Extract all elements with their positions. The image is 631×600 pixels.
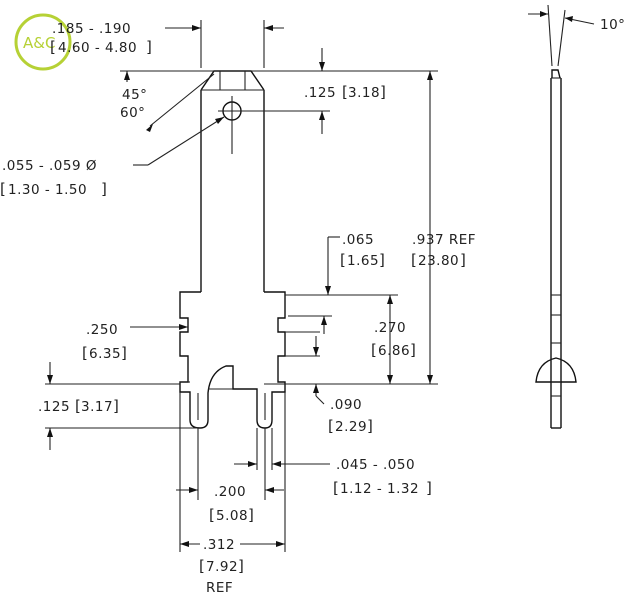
bracket-open: [ [82, 344, 88, 362]
arrowhead [427, 71, 433, 80]
arrowhead [565, 16, 573, 22]
dim-090-in: .090 [330, 397, 362, 413]
dim-312-mm: 7.92 [206, 559, 238, 575]
arrowhead [47, 375, 53, 384]
bracket-close: ] [113, 397, 119, 415]
bracket-open: [ [209, 506, 215, 524]
side-angle-line [557, 9, 566, 67]
bracket-close: ] [367, 417, 373, 435]
bracket-open: [ [0, 180, 6, 198]
arrowhead [276, 541, 285, 547]
dim-angle-2: 60° [120, 105, 145, 121]
dim-side-angle: 10° [600, 17, 625, 33]
dim-angle-1: 45° [122, 87, 147, 103]
arrowhead [387, 295, 393, 304]
arrowhead [248, 461, 257, 467]
dim-200-mm: 5.08 [216, 508, 248, 524]
terminal-side-view [528, 4, 595, 429]
dim-hole-dia-in: .055 - .059 Ø [2, 158, 97, 174]
dim-hole-in: .125 [304, 85, 336, 101]
bracket-close: ] [238, 557, 244, 575]
arrowhead [540, 11, 548, 17]
logo-text: A&C [23, 34, 55, 52]
dim-312-in: .312 [203, 537, 235, 553]
dim-200-in: .200 [214, 484, 246, 500]
bracket-close: ] [380, 83, 386, 101]
dim-065-in: .065 [342, 232, 374, 248]
bracket-close: ] [101, 180, 107, 198]
arrowhead [313, 384, 319, 393]
side-crimp-wings [535, 357, 577, 383]
dimension-lines [45, 20, 438, 552]
dim-125b-mm: 3.17 [81, 399, 113, 415]
arrowhead [272, 461, 281, 467]
dim-065-mm: 1.65 [347, 253, 379, 269]
dim-overall-in: .937 REF [412, 232, 476, 248]
logo-ring [14, 13, 72, 71]
arrowhead [325, 286, 331, 295]
arrowhead [427, 375, 433, 384]
bracket-open: [ [333, 479, 339, 497]
bracket-open: [ [340, 251, 346, 269]
dim-hole-mm: 3.18 [348, 85, 380, 101]
hole-dia-leader [147, 116, 225, 166]
arrowhead [124, 71, 130, 80]
dim-slot-in: .045 - .050 [336, 457, 415, 473]
dim-overall-mm: 23.80 [418, 253, 459, 269]
dim-270-in: .270 [374, 320, 406, 336]
arrowhead [265, 487, 274, 493]
dim-090-leader [315, 395, 325, 405]
bracket-close: ] [121, 344, 127, 362]
arrowhead [215, 117, 224, 124]
bracket-open: [ [75, 397, 81, 415]
arrowhead [321, 316, 327, 325]
arrowhead [319, 111, 325, 120]
bracket-open: [ [411, 251, 417, 269]
logo: A&C [14, 13, 72, 71]
bracket-open: [ [199, 557, 205, 575]
dim-250-in: .250 [86, 322, 118, 338]
dim-125b-in: .125 [38, 399, 70, 415]
bracket-open: [ [50, 38, 56, 56]
bracket-close: ] [146, 38, 152, 56]
side-tip [551, 69, 561, 79]
bracket-open: [ [342, 83, 348, 101]
arrowhead [387, 375, 393, 384]
dimension-labels: .185 - .190 [ 4.60 - 4.80 ] 45° 60° .125… [0, 17, 625, 596]
dim-312-ref: REF [206, 580, 233, 596]
arrowhead [146, 124, 153, 132]
arrowhead [189, 487, 198, 493]
dim-top-width-mm: 4.60 - 4.80 [58, 40, 137, 56]
dim-hole-dia-mm: 1.30 - 1.50 [8, 182, 87, 198]
dim-270-mm: 6.86 [378, 343, 410, 359]
arrowhead [264, 25, 273, 31]
tab-chamfer-top [200, 70, 265, 91]
bracket-open: [ [328, 417, 334, 435]
dim-slot-mm: 1.12 - 1.32 [340, 481, 419, 497]
bracket-close: ] [410, 341, 416, 359]
side-angle-ref-line [547, 4, 553, 67]
bracket-close: ] [426, 479, 432, 497]
dim-top-width-in: .185 - .190 [52, 21, 131, 37]
bracket-close: ] [248, 506, 254, 524]
terminal-body-outline [179, 291, 286, 429]
arrowhead [313, 347, 319, 356]
terminal-front-view [179, 70, 286, 429]
arrowhead [319, 62, 325, 71]
dim-250-mm: 6.35 [89, 346, 121, 362]
arrowhead [47, 428, 53, 437]
angle-leader [149, 73, 215, 127]
dim-090-mm: 2.29 [335, 419, 367, 435]
bracket-close: ] [460, 251, 466, 269]
bracket-open: [ [371, 341, 377, 359]
bracket-close: ] [379, 251, 385, 269]
arrowhead [180, 541, 189, 547]
arrowhead [192, 25, 201, 31]
arrowhead [179, 324, 188, 330]
